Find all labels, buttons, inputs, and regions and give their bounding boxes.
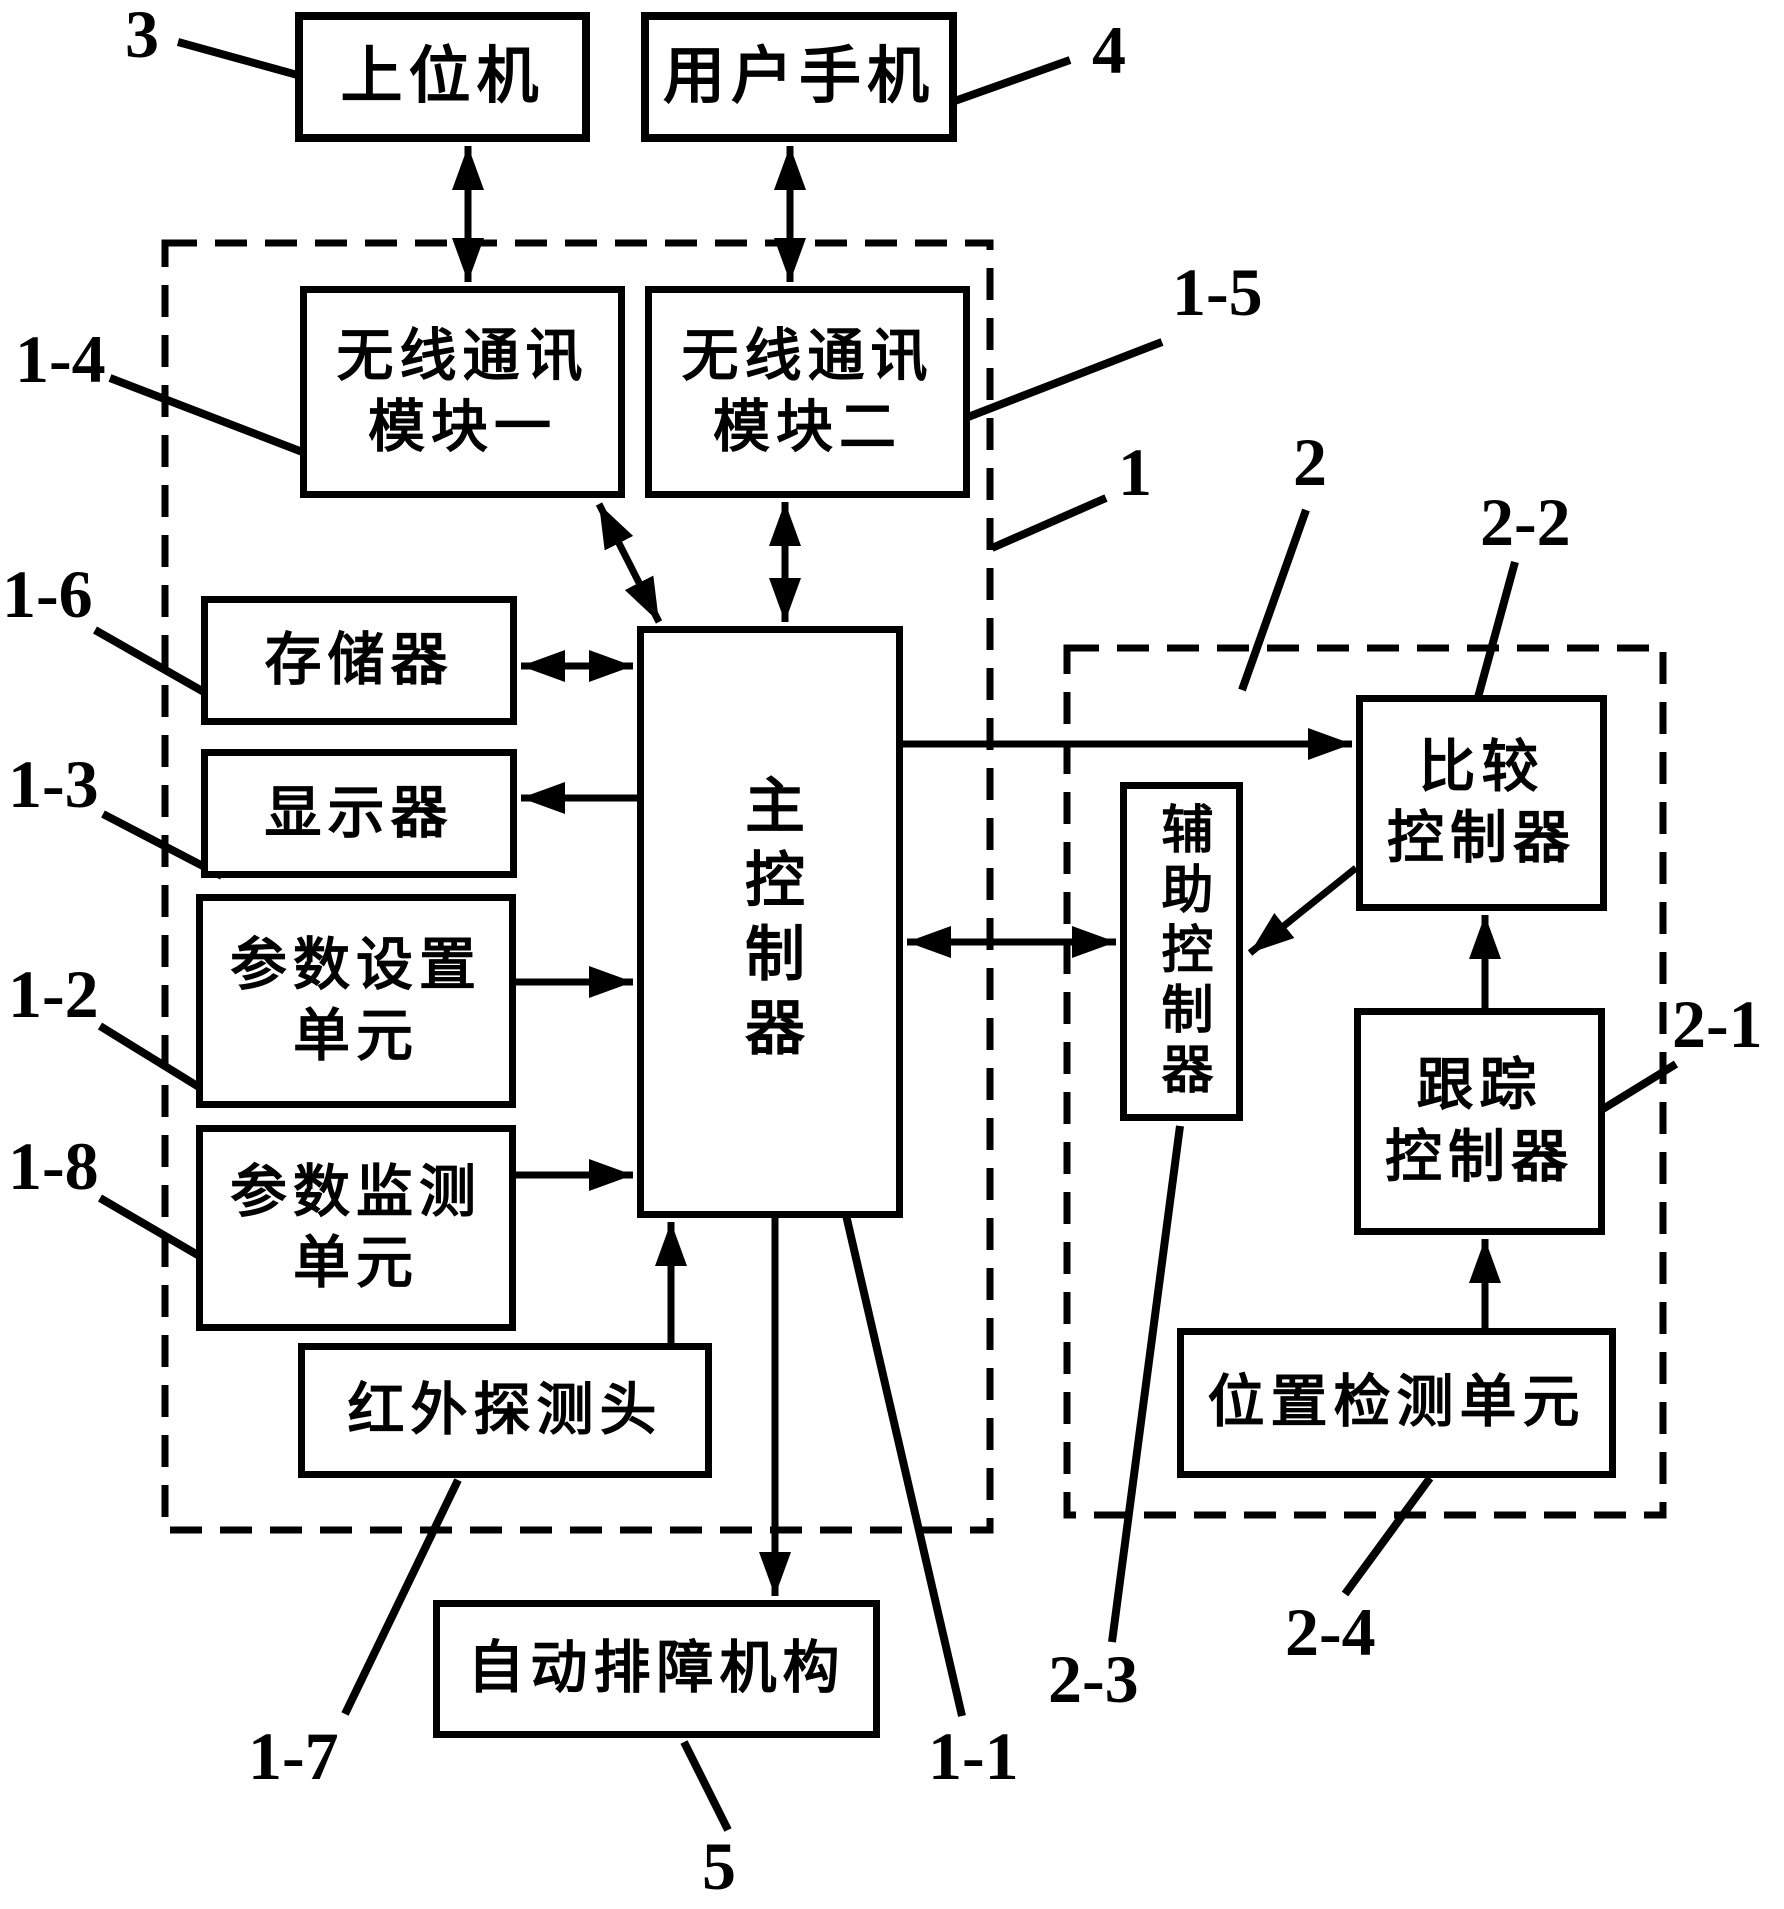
block-wireless2-line1: 无线通讯 [681, 323, 934, 388]
ref-label-4: 4 [1092, 12, 1126, 88]
block-param-monitor: 参数监测 单元 [196, 1125, 516, 1331]
leader-ref-1-5 [948, 338, 1164, 428]
block-display: 显示器 [201, 749, 517, 878]
block-host-label: 上位机 [340, 42, 545, 112]
leader-ref-2-3 [1108, 1125, 1184, 1643]
leader-ref-2-2 [1470, 560, 1519, 714]
block-wireless2: 无线通讯 模块二 [645, 286, 970, 498]
leader-ref-1-1 [839, 1201, 966, 1717]
block-wireless1-line2: 模块一 [368, 395, 557, 459]
ref-label-1-7: 1-7 [248, 1718, 339, 1794]
block-main-controller-label: 主控制器 [736, 774, 804, 1070]
block-compare-controller: 比较 控制器 [1356, 695, 1607, 911]
ref-label-2-3: 2-3 [1048, 1641, 1139, 1717]
ref-label-3: 3 [125, 0, 159, 72]
leader-ref-2-4 [1341, 1475, 1434, 1597]
block-auto-clear: 自动排障机构 [433, 1600, 880, 1738]
block-position-detect-label: 位置检测单元 [1207, 1370, 1586, 1435]
dashed-boundary-unit2 [1063, 644, 1667, 1519]
block-infrared-label: 红外探测头 [347, 1377, 663, 1442]
ref-label-1-6: 1-6 [2, 556, 93, 632]
block-track-controller-line2: 控制器 [1385, 1124, 1574, 1189]
dashed-boundary-unit1 [161, 239, 994, 1534]
ref-label-1-2: 1-2 [8, 956, 99, 1032]
block-param-set-line1: 参数设置 [230, 932, 482, 997]
block-host: 上位机 [295, 12, 590, 142]
block-memory: 存储器 [201, 596, 517, 725]
block-position-detect: 位置检测单元 [1177, 1328, 1616, 1478]
block-memory-label: 存储器 [264, 627, 454, 692]
leader-ref-1 [990, 494, 1108, 552]
block-compare-controller-line1: 比较 [1418, 734, 1545, 799]
block-main-controller: 主控制器 [637, 626, 903, 1218]
block-phone: 用户手机 [641, 12, 957, 142]
leader-ref-1-6 [93, 626, 220, 704]
leader-ref-2 [1238, 508, 1310, 692]
block-track-controller: 跟踪 控制器 [1354, 1008, 1605, 1235]
block-param-set: 参数设置 单元 [196, 894, 516, 1108]
block-infrared: 红外探测头 [298, 1343, 712, 1478]
ref-label-5: 5 [702, 1828, 736, 1904]
leader-ref-1-4 [108, 374, 320, 462]
block-wireless2-line2: 模块二 [713, 395, 902, 459]
ref-label-2-2: 2-2 [1480, 484, 1571, 560]
ref-label-1-5: 1-5 [1172, 254, 1263, 330]
ref-label-2: 2 [1293, 424, 1327, 500]
ref-label-1-3: 1-3 [8, 746, 99, 822]
ref-label-1-1: 1-1 [928, 1718, 1019, 1794]
block-wireless1-line1: 无线通讯 [336, 323, 589, 388]
ref-label-1-4: 1-4 [15, 321, 106, 397]
block-aux-controller: 辅助控制器 [1120, 782, 1243, 1121]
block-wireless1: 无线通讯 模块一 [300, 286, 625, 498]
block-param-set-line2: 单元 [293, 1004, 419, 1068]
block-param-monitor-line2: 单元 [293, 1231, 419, 1295]
arrow-wireless1-main [595, 502, 663, 624]
block-param-monitor-line1: 参数监测 [230, 1159, 482, 1224]
block-aux-controller-label: 辅助控制器 [1153, 801, 1211, 1102]
block-display-label: 显示器 [264, 780, 454, 845]
leader-ref-1-7 [341, 1478, 462, 1716]
ref-label-2-4: 2-4 [1285, 1594, 1376, 1670]
leader-ref-4 [933, 56, 1072, 112]
arrow-compare-aux [1247, 865, 1359, 956]
block-track-controller-line1: 跟踪 [1416, 1053, 1543, 1118]
ref-label-1: 1 [1118, 434, 1152, 510]
ref-label-1-8: 1-8 [8, 1128, 99, 1204]
leader-ref-5 [680, 1740, 732, 1832]
block-compare-controller-line2: 控制器 [1387, 806, 1576, 870]
ref-label-2-1: 2-1 [1672, 986, 1763, 1062]
block-auto-clear-label: 自动排障机构 [467, 1636, 846, 1701]
block-phone-label: 用户手机 [662, 42, 935, 112]
